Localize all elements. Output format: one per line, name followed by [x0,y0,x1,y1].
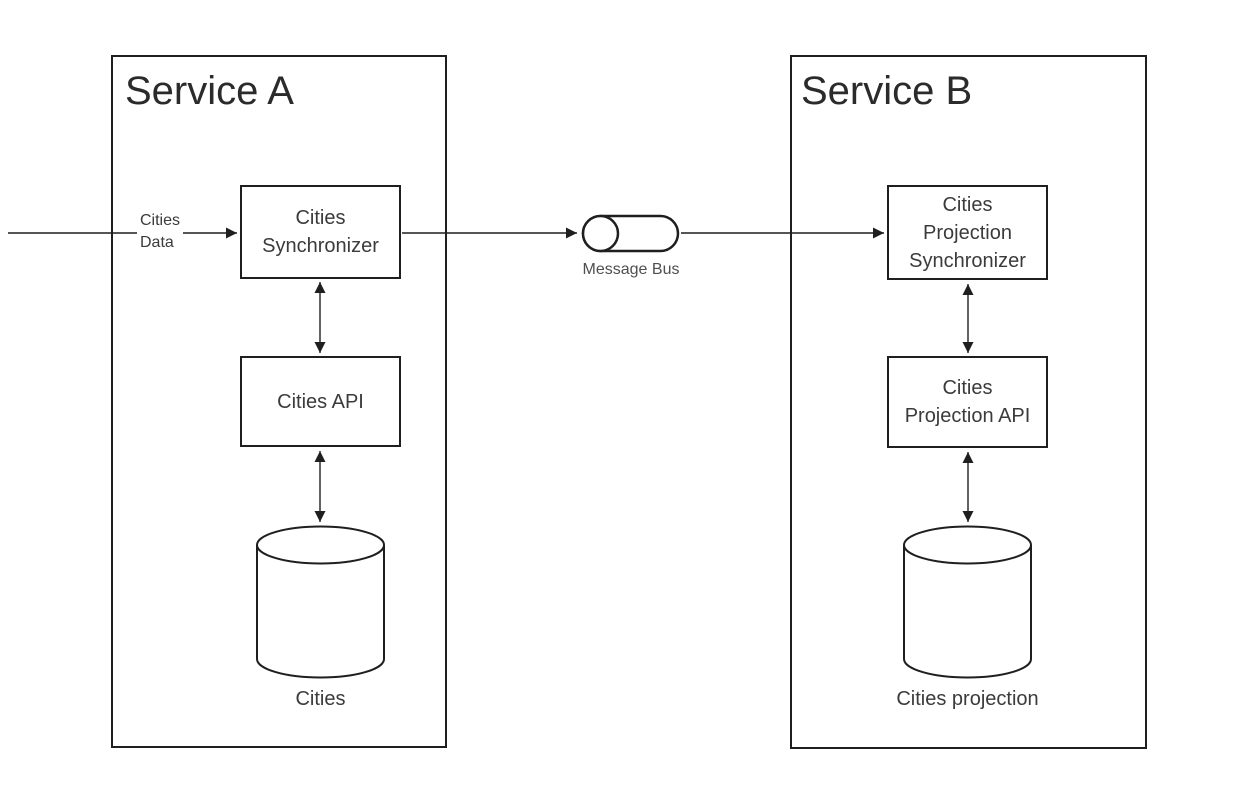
cities-database-label: Cities [295,688,346,710]
service-b-title: Service B [801,69,973,113]
service-b-container [790,55,1147,749]
message-bus-label: Message Bus [582,261,680,278]
cities-projection-database-label: Cities projection [896,688,1039,710]
node-cities-projection-synchronizer: Cities Projection Synchronizer [887,185,1048,280]
node-cities-projection-api: Cities Projection API [887,356,1048,448]
service-a-container [111,55,447,748]
cities-data-inbound-label: Cities Data [137,210,184,254]
node-cities-api: Cities API [240,356,401,447]
node-cities-synchronizer: Cities Synchronizer [240,185,401,279]
message-bus-icon [581,214,680,253]
cities-database-cylinder-icon [256,525,385,679]
cities-projection-database-cylinder-icon [903,525,1032,679]
service-a-title: Service A [125,69,294,113]
